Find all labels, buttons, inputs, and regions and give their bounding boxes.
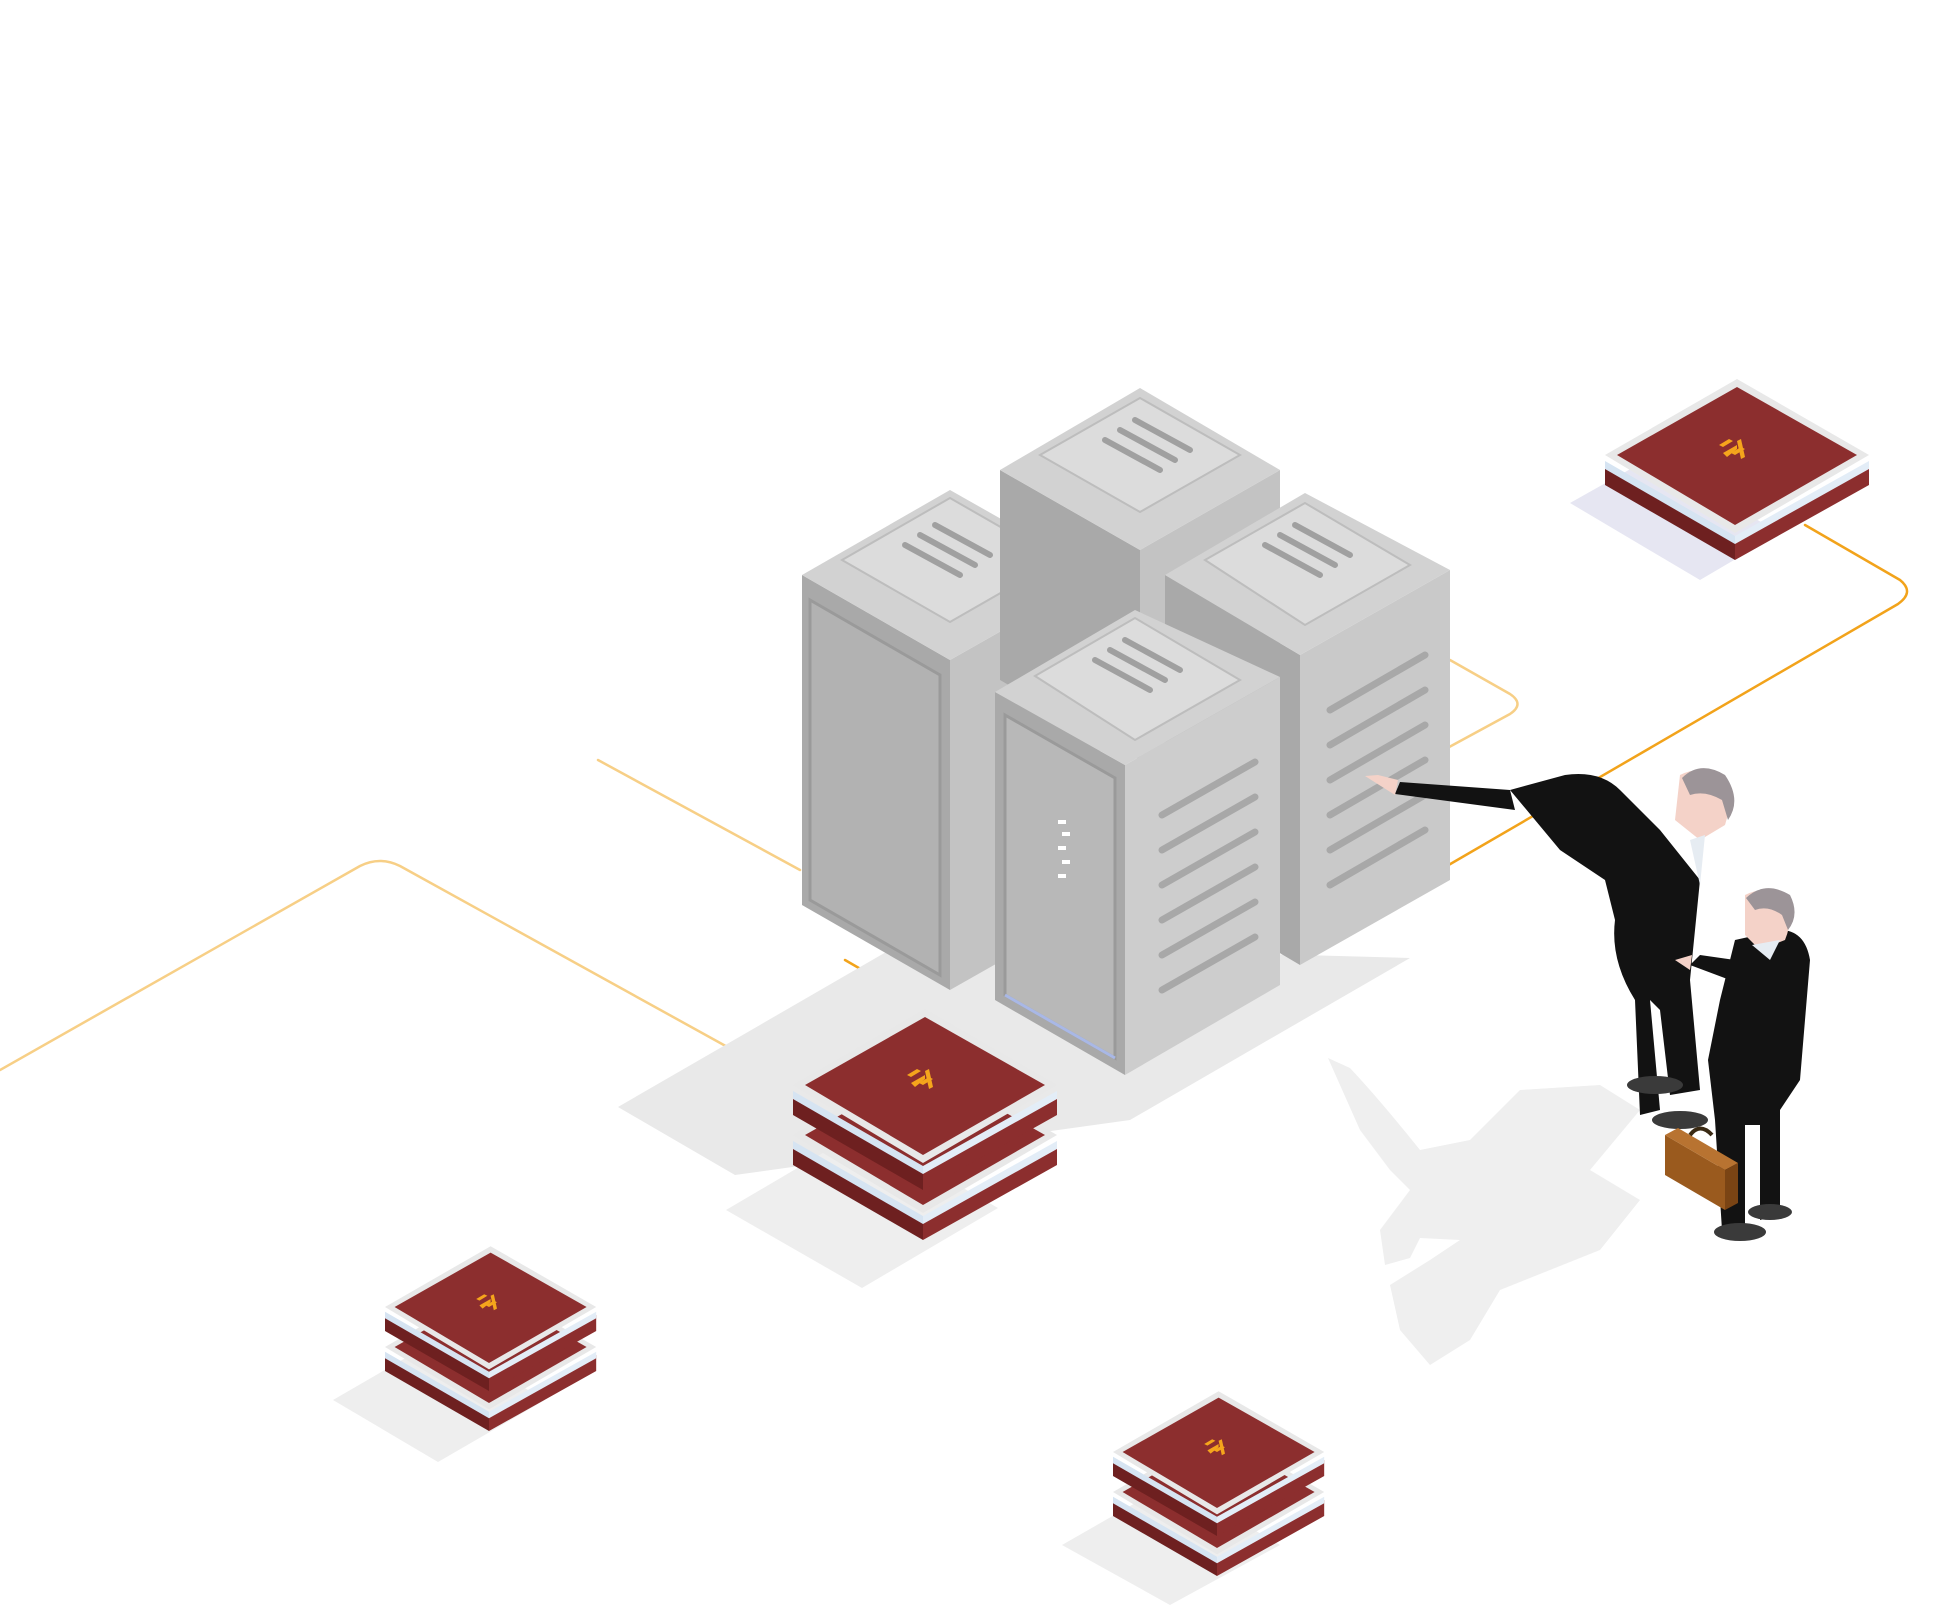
businessman-pointing <box>1365 768 1735 1129</box>
businessman-with-briefcase <box>1665 888 1810 1241</box>
server-rack-front <box>995 610 1280 1075</box>
briefcase-icon <box>1665 1126 1738 1210</box>
